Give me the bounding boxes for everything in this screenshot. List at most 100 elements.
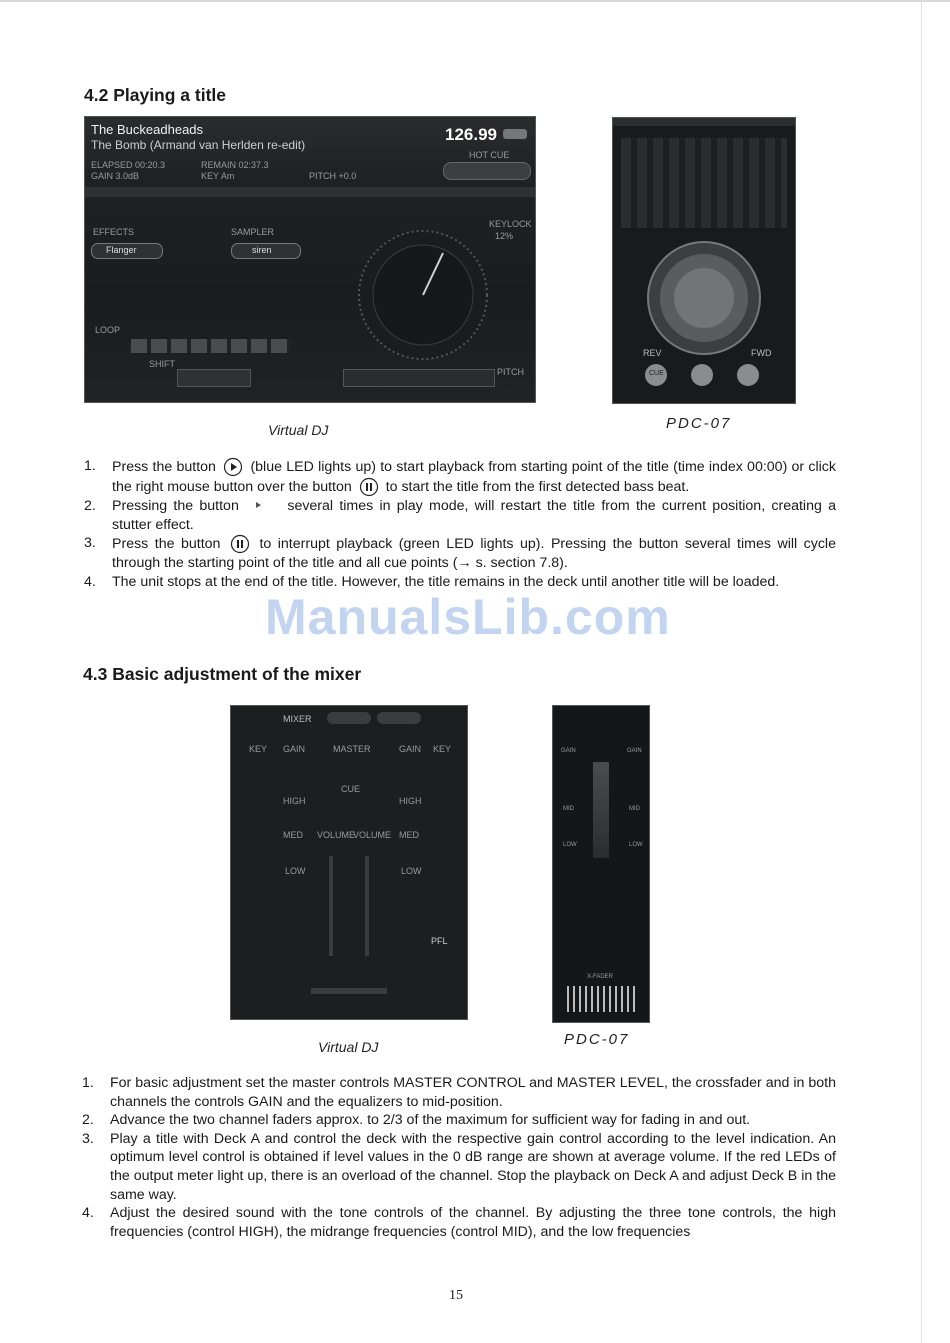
playing-steps-list: 1. Press the button (blue LED lights up)… — [84, 457, 836, 591]
cue-button-label: CUE — [649, 370, 664, 377]
list-item-text: Press the button — [112, 458, 216, 475]
play-bar[interactable] — [343, 369, 495, 387]
controller-top-edge — [613, 118, 795, 126]
gain-right-label: GAIN — [627, 748, 642, 754]
sample-name: siren — [252, 245, 272, 255]
pfl-label: PFL — [431, 936, 448, 946]
gain-readout: GAIN 3.0dB — [91, 171, 140, 181]
list-item-text: The unit stops at the end of the title. … — [112, 573, 780, 590]
list-item-text: to start the title from the first detect… — [385, 478, 690, 495]
list-item-text: (blue LED lights up) to start playback f… — [112, 458, 836, 495]
list-item: 4. Adjust the desired sound with the ton… — [82, 1204, 836, 1241]
list-item-number: 3. — [82, 1130, 94, 1147]
play-pause-icon — [224, 457, 243, 477]
pdc07-mixer-photo: GAIN GAIN MID MID LOW LOW X-FADER — [552, 705, 650, 1023]
list-item-text: For basic adjustment set the master cont… — [110, 1075, 836, 1110]
jog-wheel-icon[interactable] — [644, 238, 764, 358]
crossfader-grill[interactable] — [567, 986, 635, 1012]
pause-button[interactable] — [691, 364, 713, 386]
channel-fader-right[interactable] — [365, 856, 369, 956]
track-title: The Bomb (Armand van Herlden re-edit) — [91, 138, 306, 152]
keylock-value: 12% — [495, 231, 514, 241]
master-label: MASTER — [333, 744, 371, 754]
cue-pause-icon — [230, 535, 250, 554]
list-item-text: several times in play mode, will restart… — [112, 498, 836, 533]
loop-buttons[interactable] — [131, 339, 291, 353]
pitch-slider[interactable] — [177, 369, 251, 387]
play-button[interactable] — [737, 364, 759, 386]
virtual-dj-deck-screenshot: The Buckeadheads The Bomb (Armand van He… — [84, 116, 536, 403]
sampler-label: SAMPLER — [231, 227, 275, 237]
page-right-border — [921, 0, 922, 1343]
list-item: 2. Advance the two channel faders approx… — [82, 1111, 836, 1130]
crossfader[interactable] — [311, 988, 387, 994]
xfader-label: X-FADER — [587, 974, 614, 980]
med-right-label: MED — [399, 830, 419, 840]
list-item-text: Advance the two channel faders approx. t… — [110, 1112, 751, 1129]
list-item-number: 2. — [82, 1112, 94, 1129]
loop-label: LOOP — [95, 325, 121, 335]
list-item: 1. Press the button (blue LED lights up)… — [84, 457, 836, 497]
list-item: 2. Pressing the button several times in … — [84, 497, 836, 534]
track-artist: The Buckeadheads — [91, 122, 204, 137]
key-left-label: KEY — [249, 744, 268, 754]
list-item-number: 4. — [82, 1205, 94, 1222]
list-item-text: Press the button — [112, 535, 221, 552]
volume-left-label: VOLUME — [317, 830, 356, 840]
bpm-button[interactable] — [503, 129, 527, 139]
low-left-label: LOW — [285, 866, 306, 876]
level-meter — [593, 762, 609, 858]
virtual-dj-mixer-screenshot: MIXER KEY GAIN MASTER GAIN KEY CUE HIGH … — [230, 705, 468, 1020]
hot-cue-button[interactable] — [443, 162, 531, 180]
list-item-number: 3. — [84, 535, 96, 552]
list-item: 1. For basic adjustment set the master c… — [82, 1074, 836, 1111]
shift-label: SHIFT — [149, 359, 175, 369]
gain-right-label: GAIN — [399, 744, 422, 754]
cue-label: CUE — [341, 784, 361, 794]
jog-wheel-icon[interactable] — [353, 225, 493, 365]
bpm-display: 126.99 — [445, 125, 497, 144]
watermark: ManualsLib.com — [265, 589, 671, 645]
page-number: 15 — [449, 1288, 463, 1303]
section-heading-playing-title: 4.2 Playing a title — [84, 85, 226, 105]
rev-label: REV — [643, 348, 662, 358]
mixer-tab-button[interactable] — [327, 712, 371, 724]
channel-fader-left[interactable] — [329, 856, 333, 956]
mid-right-label: MID — [629, 806, 640, 812]
elapsed-time: ELAPSED 00:20.3 — [91, 160, 166, 170]
caption-pdc07-deck: PDC-07 — [666, 415, 732, 432]
keylock-label: KEYLOCK — [489, 219, 532, 229]
hot-cue-label: HOT CUE — [469, 150, 510, 160]
remain-time: REMAIN 02:37.3 — [201, 160, 269, 170]
controller-button-grid — [621, 138, 787, 228]
low-right-label: LOW — [629, 842, 643, 848]
cue-pause-icon — [359, 477, 378, 497]
sampler-selector[interactable]: siren — [231, 243, 301, 259]
effect-selector[interactable]: Flanger — [91, 243, 163, 259]
list-item-number: 2. — [84, 498, 96, 514]
pitch-label: PITCH — [497, 367, 524, 377]
high-left-label: HIGH — [283, 796, 306, 806]
key-right-label: KEY — [433, 744, 452, 754]
volume-right-label: VOLUME — [353, 830, 392, 840]
high-right-label: HIGH — [399, 796, 422, 806]
low-left-label: LOW — [563, 842, 577, 848]
mixer-steps-list: 1. For basic adjustment set the master c… — [82, 1074, 836, 1241]
effects-label: EFFECTS — [93, 227, 135, 237]
cue-button[interactable]: CUE — [645, 364, 667, 386]
mixer-tab-button[interactable] — [377, 712, 421, 724]
page-top-border — [0, 0, 950, 2]
gain-left-label: GAIN — [283, 744, 306, 754]
list-item-number: 1. — [82, 1075, 94, 1091]
fwd-label: FWD — [751, 348, 772, 358]
caption-virtual-dj-deck: Virtual DJ — [268, 422, 329, 438]
section-heading-mixer-adjustment: 4.3 Basic adjustment of the mixer — [83, 664, 362, 684]
list-item-text: to interrupt playback (green LED lights … — [112, 535, 836, 572]
list-item: 4. The unit stops at the end of the titl… — [84, 573, 836, 592]
caption-virtual-dj-mixer: Virtual DJ — [318, 1039, 379, 1055]
mixer-tab-label: MIXER — [283, 714, 312, 724]
waveform-strip — [85, 187, 535, 197]
list-item-text: Pressing the button — [112, 498, 239, 514]
list-item-number: 1. — [84, 458, 96, 474]
effect-name: Flanger — [106, 245, 137, 255]
